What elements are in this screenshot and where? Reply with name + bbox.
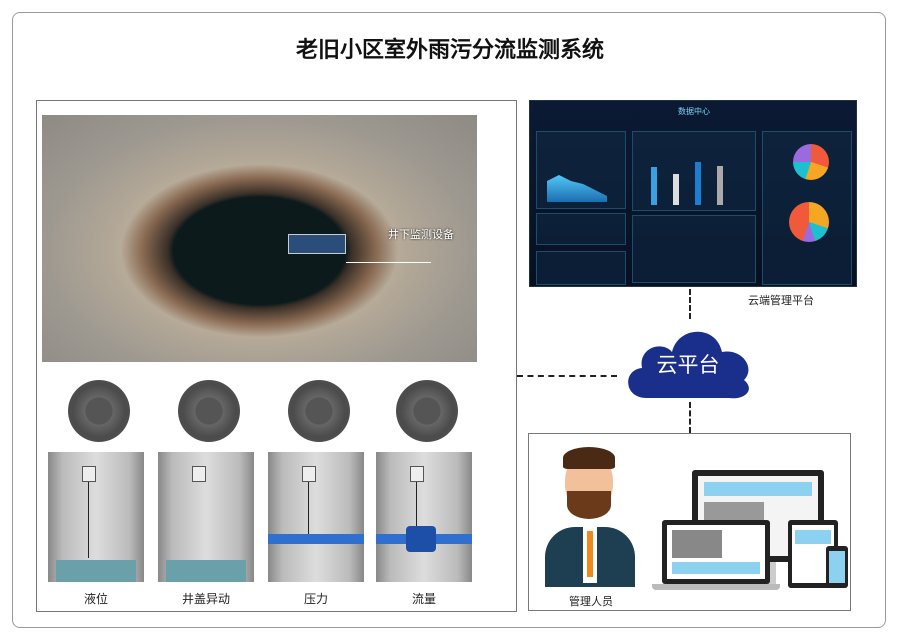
manhole-lid-icon: [288, 380, 350, 442]
connector-line: [689, 402, 691, 433]
dash-panel: [536, 251, 626, 285]
photo-label: 井下监测设备: [388, 228, 454, 241]
phone-icon: [826, 546, 848, 588]
manager-avatar-icon: [545, 445, 635, 590]
well-label: 流量: [411, 592, 436, 606]
well-pressure: [268, 380, 364, 582]
dashboard-title: 数据中心: [678, 107, 710, 116]
dash-panel: [632, 131, 756, 211]
laptop-icon: [662, 520, 770, 584]
diagram-frame: [12, 12, 886, 628]
dash-panel: [632, 215, 756, 283]
manhole-lid-icon: [68, 380, 130, 442]
well-flow: [376, 380, 472, 582]
users-panel: [528, 433, 851, 611]
dashboard-caption: 云端管理平台: [748, 294, 814, 307]
connector-line: [689, 289, 691, 319]
connector-line: [517, 375, 617, 377]
manhole-photo: [42, 115, 477, 362]
dashboard-screenshot: 数据中心: [529, 100, 857, 287]
cloud-label: 云平台: [656, 353, 720, 377]
pointer-line: [346, 262, 431, 263]
well-cover: [158, 380, 254, 582]
manhole-lid-icon: [178, 380, 240, 442]
dash-panel: [536, 131, 626, 209]
dash-panel: [762, 131, 852, 285]
dash-panel: [536, 213, 626, 245]
well-level: [48, 380, 144, 582]
well-label: 压力: [303, 592, 328, 606]
cloud-icon: [628, 331, 749, 399]
users-label: 管理人员: [569, 595, 613, 608]
field-devices-panel: [36, 100, 517, 612]
well-label: 井盖异动: [181, 592, 230, 606]
well-label: 液位: [83, 592, 108, 606]
monitoring-device: [288, 234, 346, 254]
laptop-base: [652, 584, 780, 590]
page-title: 老旧小区室外雨污分流监测系统: [295, 38, 604, 63]
manhole-lid-icon: [396, 380, 458, 442]
